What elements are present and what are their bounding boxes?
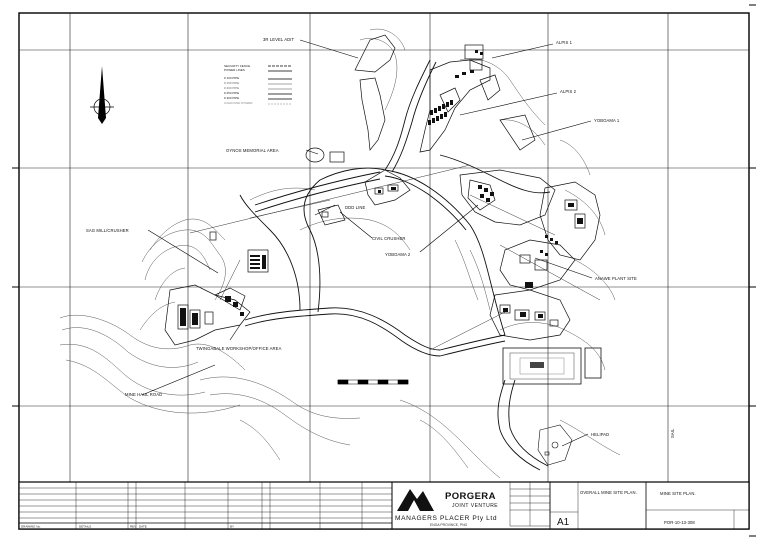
sheet-border — [18, 12, 750, 530]
edge-ticks — [12, 4, 756, 537]
label-workshop: TWINGABALE WORKSHOP/OFFICE AREA — [196, 346, 282, 351]
drawing-title: OVERALL MINE SITE PLAN. — [580, 490, 637, 495]
legend-item: # 250 PIPE — [224, 91, 239, 95]
scale-bar — [337, 379, 409, 385]
legend-item: # 100 PIPE — [224, 76, 239, 80]
legend-title-2: POWER LINES — [224, 68, 245, 72]
label-civil-crusher: CIVIL CRUSHER — [372, 236, 406, 241]
rev-header: REV — [130, 525, 136, 529]
date-header: DATE — [139, 525, 147, 529]
helipad-area — [537, 424, 573, 466]
drawing-number: POR-10-13-308 — [664, 520, 695, 525]
sheet-size: A1 — [557, 517, 570, 528]
label-alpis-2: ALPIS 2 — [560, 89, 577, 94]
company-name: PORGERA — [445, 491, 496, 502]
alpis-2-buildings — [428, 50, 483, 125]
label-anawe-plant-site: ANAWE PLANT SITE — [595, 276, 637, 281]
label-yoboama-1: YOBOAMA 1 — [594, 118, 620, 123]
tailings-pond — [502, 347, 602, 385]
label-oynos-memorial: OYNOS MEMORIAL AREA — [226, 148, 279, 153]
label-alpis-1: ALPIS 1 — [556, 40, 573, 45]
terrain-contours — [59, 28, 621, 479]
managers-name: MANAGERS PLACER Pty Ltd — [395, 515, 497, 522]
title-block: DRAWING No. DETAILS REV DATE BY PORGERA … — [18, 481, 750, 530]
yoboama-plant-site — [459, 169, 601, 341]
central-hatches — [250, 187, 396, 269]
label-mine-haul-road: MINE HAUL ROAD — [125, 392, 162, 397]
pond-hatch — [530, 362, 544, 368]
legend: SECURITY FENCE POWER LINES # 100 PIPE # … — [224, 64, 292, 105]
legend-item: U/GROUND POWER — [224, 101, 253, 105]
north-arrow-icon — [90, 66, 114, 124]
province: ENGA PROVINCE, PNG — [430, 523, 468, 527]
legend-item: # 150 PIPE — [224, 81, 239, 85]
legend-title-1: SECURITY FENCE — [224, 64, 250, 68]
label-helipad: HELIPAD — [591, 432, 609, 437]
leader-lines — [141, 39, 593, 447]
alpis-area-structures — [354, 34, 536, 153]
label-yoboama-2: YOBOAMA 2 — [385, 252, 411, 257]
by-header: BY — [230, 525, 234, 529]
plan-title: MINE SITE PLAN. — [660, 491, 696, 496]
details-header: DETAILS — [79, 525, 91, 529]
company-subtitle: JOINT VENTURE — [452, 503, 498, 509]
porgera-logo — [397, 489, 434, 511]
label-3r-level-adit: 3R LEVEL ADIT — [263, 37, 295, 42]
drawing-no-header: DRAWING No. — [21, 525, 41, 529]
label-ddd-line: DDD LINE — [345, 205, 365, 210]
legend-item: # 200 PIPE — [224, 86, 239, 90]
workshop-hatches — [180, 296, 244, 326]
label-sag-mill: SAG MILL/CRUSHER — [86, 228, 129, 233]
legend-item: # 300 PIPE — [224, 96, 239, 100]
yoboama-hatches — [478, 185, 583, 318]
label-side: SAIL — [670, 428, 675, 438]
power-lines — [189, 164, 601, 351]
grid-lines — [19, 13, 749, 482]
haul-roads — [239, 59, 551, 471]
